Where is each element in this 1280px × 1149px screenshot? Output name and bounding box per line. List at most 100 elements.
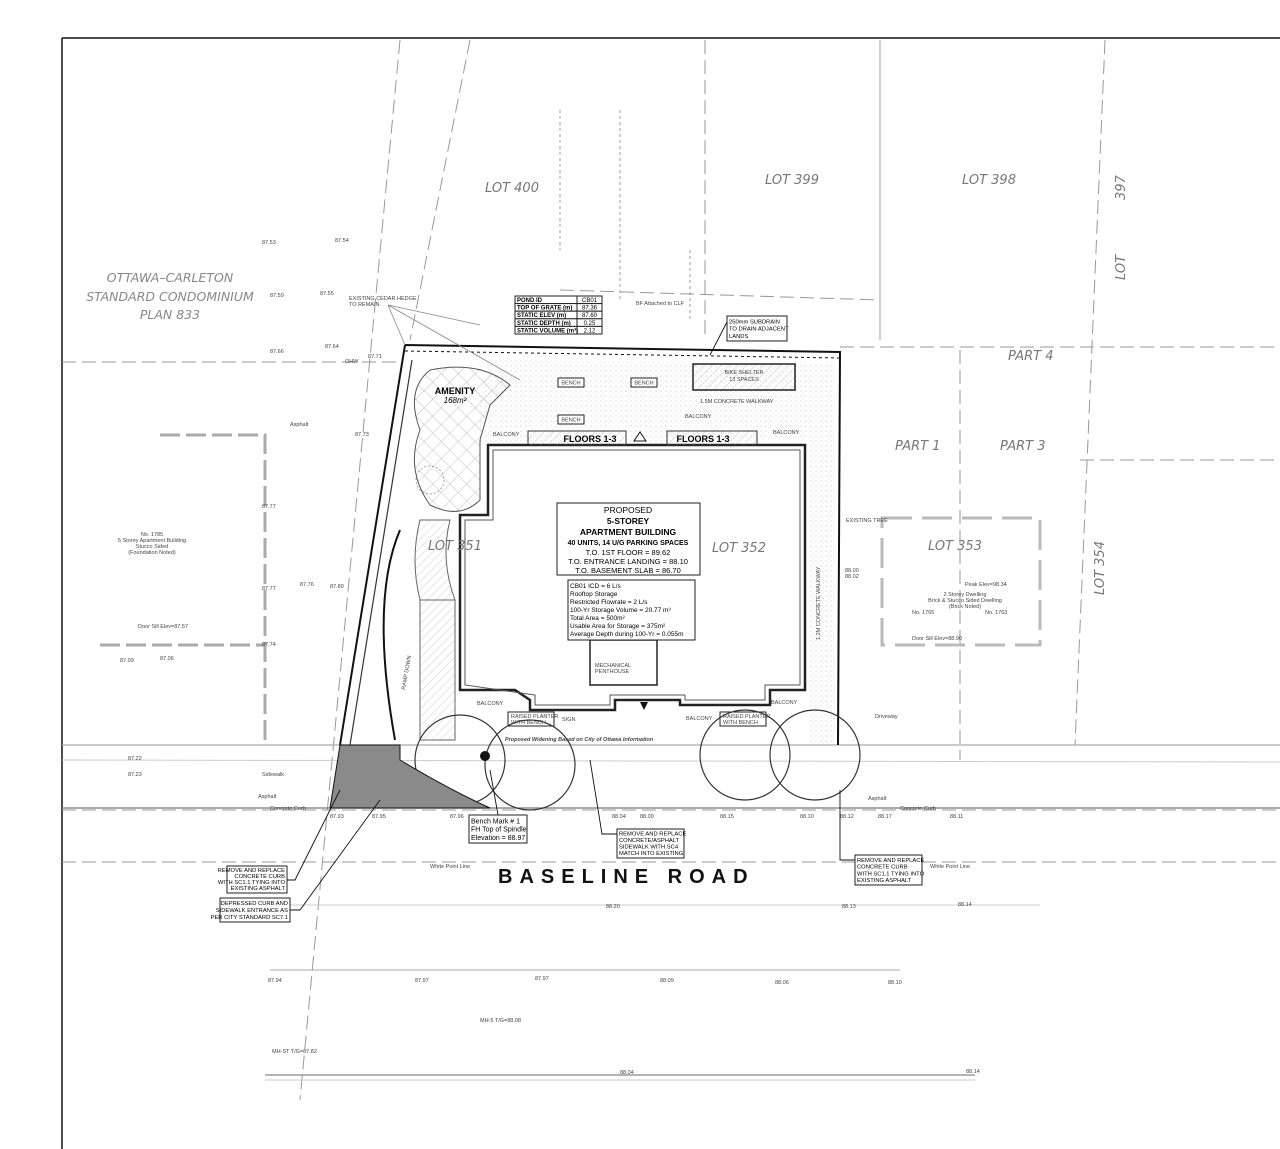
- balcony-label: BALCONY: [477, 701, 504, 707]
- planter-bench-label: WITH BENCH: [511, 720, 546, 726]
- building-proposed: PROPOSED: [604, 505, 652, 515]
- balcony-label: BALCONY: [773, 430, 800, 436]
- concrete-walkway: [480, 360, 835, 745]
- callout-line: REMOVE AND REPLACE: [857, 858, 924, 864]
- white-point-line-label-2: White Point Line: [930, 864, 970, 870]
- neighbour-building-1765: 2 Storey Dwelling Brick & Stucco Sided D…: [880, 516, 1042, 647]
- spot-elevation: 88.13: [842, 904, 856, 910]
- storage-line: Average Depth during 100-Yr = 0.055m: [570, 631, 684, 638]
- spot-elevation: 88.20: [606, 904, 620, 910]
- storage-line: Rooftop Storage: [570, 591, 618, 598]
- pond-table-value: 87.60: [582, 313, 598, 319]
- spot-elevation: 88.10: [888, 980, 902, 986]
- callout-line: EXISTING ASPHALT: [857, 878, 912, 884]
- pond-table-cell: [576, 325, 603, 335]
- benches: BENCH BENCH BENCH: [557, 377, 658, 425]
- label-no1785-siding: Stucco Sided: [136, 544, 168, 550]
- spot-elevation: 87.09: [120, 658, 134, 664]
- pond-table-label: POND ID: [517, 298, 543, 304]
- lot-400-label: LOT 400: [485, 181, 539, 196]
- spot-elevation: 87.64: [325, 344, 339, 350]
- ramp-label: RAMP DOWN: [401, 655, 413, 690]
- callout-line: SIDEWALK WITH SC4: [619, 845, 679, 851]
- pond-table-label: STATIC DEPTH (m): [517, 321, 571, 327]
- pond-table-value: CB01: [582, 298, 598, 304]
- misc-labels: EXISTING CEDAR HEDGE TO REMAIN BF Attach…: [120, 238, 980, 1076]
- concrete-curb-label: Concrete Curb: [270, 806, 306, 812]
- balcony-label: BALCONY: [771, 700, 798, 706]
- callout-line: FH Top of Spindle: [471, 827, 527, 834]
- spot-elevation: 88.00: [640, 814, 654, 820]
- callout-line: Bench Mark # 1: [471, 818, 520, 825]
- bench-label: BENCH: [634, 381, 653, 387]
- pond-table-label: TOP OF GRATE (m): [517, 306, 572, 312]
- spot-elevation: 87.77: [262, 586, 276, 592]
- lot-right-label: LOT: [1114, 254, 1129, 280]
- fire-hydrant-icon: [480, 751, 490, 761]
- planter-label: RAISED PLANTER: [723, 714, 770, 720]
- existing-tree-label: EXISTING TREE: [846, 518, 888, 524]
- spot-elevation: 88.02: [845, 574, 859, 580]
- callout-leaders: [287, 321, 855, 911]
- spot-elevation: 88.04: [620, 1070, 634, 1076]
- callout-line: LANDS: [729, 334, 748, 340]
- lot-labels: LOT 400 LOT 399 LOT 398 397 LOT LOT 354 …: [428, 173, 1129, 595]
- sign-label: SIGN: [562, 717, 575, 723]
- white-point-line-label: White Point Line: [430, 864, 470, 870]
- bf-label: BF Attached to CLF: [636, 301, 685, 307]
- pond-table-value: 0.25: [584, 321, 596, 327]
- lot-397-label: 397: [1114, 174, 1129, 200]
- walkway-north-label: 1.5M CONCRETE WALKWAY: [700, 399, 774, 405]
- callout-line: REMOVE AND REPLACE: [218, 868, 285, 874]
- label-no1785-note: (Foundation Noted): [128, 550, 176, 556]
- spot-elevation: 88.10: [800, 814, 814, 820]
- planter-bench-label: WITH BENCH: [723, 720, 758, 726]
- spot-elevation: 87.53: [262, 240, 276, 246]
- condominium-label: OTTAWA–CARLETON STANDARD CONDOMINIUM PLA…: [86, 270, 254, 322]
- label-dwelling-siding: Brick & Stucco Sided Dwelling: [928, 598, 1002, 604]
- mechanical-label: MECHANICAL: [595, 663, 631, 669]
- spot-elevation: 88.11: [950, 814, 963, 820]
- ohw-label: OHW: [345, 359, 359, 365]
- spot-elevation: 87.97: [415, 978, 429, 984]
- storage-line: Usable Area for Storage = 375m²: [570, 623, 666, 630]
- building-entrance: T.O. ENTRANCE LANDING = 88.10: [568, 557, 688, 566]
- spot-elevation: 87.54: [335, 238, 349, 244]
- condo-line-3: PLAN 833: [140, 307, 200, 322]
- lot-399-label: LOT 399: [765, 173, 819, 188]
- penthouse-label: PENTHOUSE: [595, 669, 630, 675]
- label-door-sill-right: Door Sill Elev=88.90: [912, 636, 962, 642]
- spot-elevation: 88.00: [845, 568, 859, 574]
- spot-elevation: 87.97: [535, 976, 549, 982]
- spot-elevation: 88.17: [878, 814, 892, 820]
- spot-elevation: 88.14: [966, 1069, 980, 1075]
- callout-line: CONCRETE/ASPHALT: [619, 838, 680, 844]
- spot-elevation: 87.66: [270, 349, 284, 355]
- callout-line: REMOVE AND REPLACE: [619, 832, 686, 838]
- driveway-label: Driveway: [875, 714, 898, 720]
- callout-line: 250mm SUBDRAIN: [729, 319, 780, 325]
- asphalt-label-3: Asphalt: [868, 796, 887, 802]
- label-no1785-type: 5 Storey Apartment Building: [118, 538, 186, 544]
- balcony-label: BALCONY: [686, 716, 713, 722]
- balcony-label: BALCONY: [493, 432, 520, 438]
- proposed-building: FLOORS 1-3 FLOORS 1-3 BALCONY BALCONY BA…: [458, 414, 807, 743]
- storage-line: CB01 ICD = 6 L/s: [570, 583, 622, 590]
- asphalt-label-2: Asphalt: [258, 794, 277, 800]
- pond-table-label: STATIC ELEV (m): [517, 313, 566, 319]
- neighbour-building-1785: No. 1785 5 Storey Apartment Building Stu…: [100, 433, 267, 740]
- label-door-sill-left: Door Sill Elev=87.57: [138, 624, 188, 630]
- spot-elevation: 88.14: [958, 902, 972, 908]
- floors-right-label: FLOORS 1-3: [676, 434, 729, 444]
- property-boundary: [339, 344, 842, 746]
- callout-line: PER CITY STANDARD SC7.1: [211, 915, 288, 921]
- callout-line: SIDEWALK ENTRANCE AS: [216, 908, 288, 914]
- spot-elevation: 87.76: [300, 582, 314, 588]
- building-type: APARTMENT BUILDING: [580, 527, 677, 537]
- bike-spaces-label: 13 SPACES: [729, 377, 759, 383]
- lot-354-label: LOT 354: [1093, 541, 1108, 595]
